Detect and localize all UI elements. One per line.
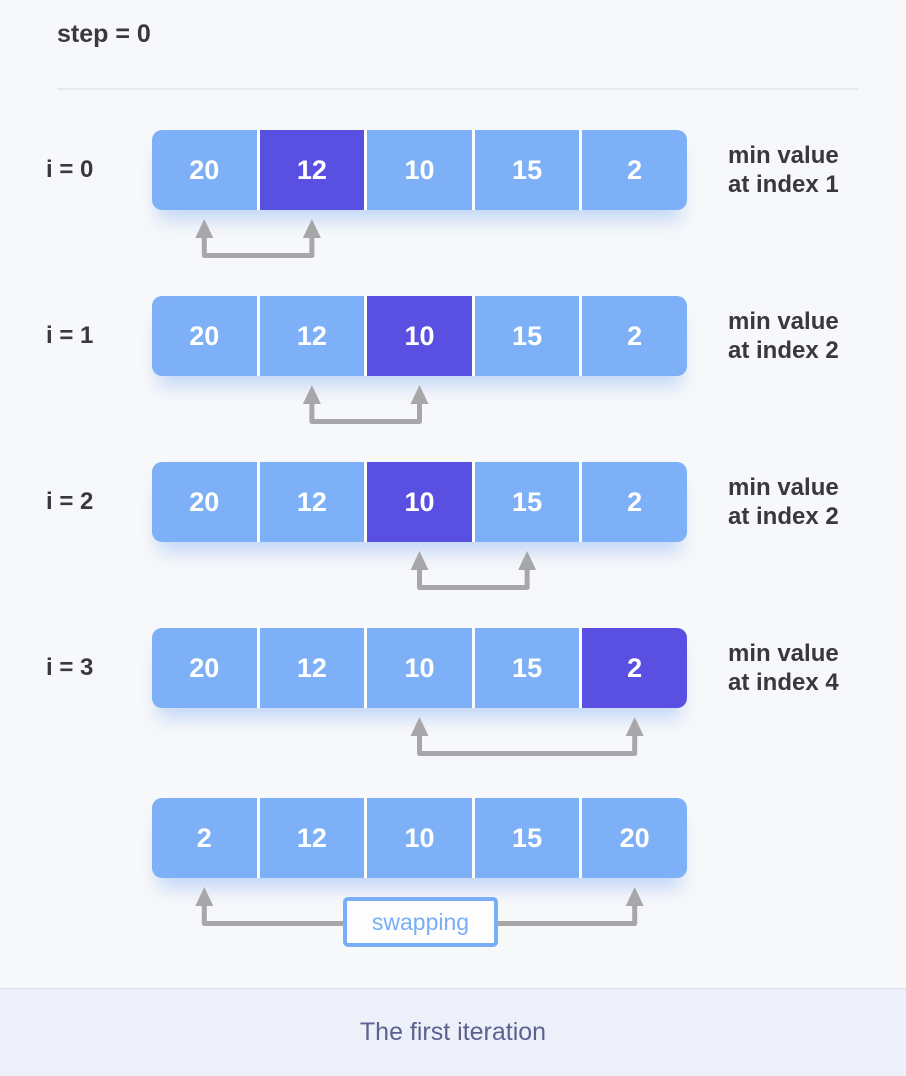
array-cell: 2 (582, 462, 687, 542)
cell-value: 15 (512, 320, 543, 351)
array-cell: 12 (259, 462, 365, 542)
cell-value: 12 (296, 822, 327, 853)
cell-value: 2 (627, 154, 643, 185)
cell-value: 15 (512, 822, 543, 853)
array-cell: 2 (582, 130, 687, 210)
array-cell: 2 (152, 798, 257, 878)
cell-value: 10 (404, 320, 435, 351)
arrowhead-up-icon (195, 887, 214, 906)
array-cell: 15 (474, 296, 580, 376)
array-cell: 12 (259, 798, 365, 878)
array-cell: 20 (152, 628, 257, 708)
cell-value: 2 (627, 320, 643, 351)
array-cell: 10 (367, 130, 472, 210)
arrowhead-up-icon (195, 219, 214, 238)
array-cell: 15 (474, 130, 580, 210)
cell-value: 15 (512, 154, 543, 185)
array-cell: 20 (582, 798, 687, 878)
arrowhead-up-icon (625, 887, 644, 906)
cell-value: 20 (189, 652, 220, 683)
cell-value: 12 (296, 652, 327, 683)
caption-line-2: at index 2 (728, 503, 839, 530)
cell-value: 10 (404, 822, 435, 853)
array-cell-highlighted: 2 (582, 628, 687, 708)
caption-line-2: at index 2 (728, 337, 839, 364)
array: 20 12 10 15 2 (152, 462, 687, 542)
cell-value: 20 (189, 320, 220, 351)
array-cell-highlighted: 12 (259, 130, 365, 210)
cell-value: 20 (189, 154, 220, 185)
cell-value: 15 (512, 652, 543, 683)
cell-value: 20 (619, 822, 650, 853)
array-cell-highlighted: 10 (367, 296, 472, 376)
arrowhead-up-icon (302, 385, 321, 404)
swapping-box: swapping (343, 897, 498, 947)
cell-value: 10 (404, 486, 435, 517)
cell-value: 2 (196, 822, 212, 853)
array-cell: 15 (474, 798, 580, 878)
footer-caption: The first iteration (359, 1018, 547, 1046)
footer: The first iteration (0, 988, 906, 1076)
row-label: i = 3 (46, 654, 94, 681)
array: 20 12 10 15 2 (152, 296, 687, 376)
arrowhead-up-icon (518, 551, 537, 570)
cell-value: 10 (404, 154, 435, 185)
arrowhead-up-icon (410, 385, 429, 404)
array-cell: 20 (152, 462, 257, 542)
arrowhead-up-icon (410, 551, 429, 570)
cell-value: 2 (627, 486, 643, 517)
array-cell: 12 (259, 628, 365, 708)
caption-line-2: at index 1 (728, 171, 839, 198)
array: 20 12 10 15 2 (152, 130, 687, 210)
array-cell: 15 (474, 628, 580, 708)
arrowhead-up-icon (302, 219, 321, 238)
array: 20 12 10 15 2 (152, 628, 687, 708)
array-cell: 12 (259, 296, 365, 376)
caption-line-1: min value (728, 474, 839, 501)
caption-line-1: min value (728, 142, 839, 169)
step-label: step = 0 (57, 20, 151, 48)
array-cell: 15 (474, 462, 580, 542)
header-divider (57, 88, 858, 90)
comparison-arrow (195, 219, 321, 258)
array: 2 12 10 15 20 (152, 798, 687, 878)
cell-value: 2 (627, 652, 643, 683)
row-label: i = 1 (46, 322, 94, 349)
swapping-label: swapping (371, 908, 470, 935)
array-cell: 20 (152, 296, 257, 376)
cell-value: 10 (404, 652, 435, 683)
caption-line-1: min value (728, 308, 839, 335)
row-label: i = 2 (46, 488, 94, 515)
cell-value: 12 (296, 154, 327, 185)
arrowhead-up-icon (625, 717, 644, 736)
array-cell: 10 (367, 798, 472, 878)
comparison-arrow (410, 717, 644, 756)
array-cell: 2 (582, 296, 687, 376)
array-cell-highlighted: 10 (367, 462, 472, 542)
cell-value: 12 (296, 320, 327, 351)
caption-line-2: at index 4 (728, 669, 839, 696)
array-cell: 10 (367, 628, 472, 708)
comparison-arrow (410, 551, 537, 590)
row-label: i = 0 (46, 156, 94, 183)
cell-value: 20 (189, 486, 220, 517)
cell-value: 12 (296, 486, 327, 517)
comparison-arrow (302, 385, 429, 424)
caption-line-1: min value (728, 640, 839, 667)
arrowhead-up-icon (410, 717, 429, 736)
array-cell: 20 (152, 130, 257, 210)
cell-value: 15 (512, 486, 543, 517)
